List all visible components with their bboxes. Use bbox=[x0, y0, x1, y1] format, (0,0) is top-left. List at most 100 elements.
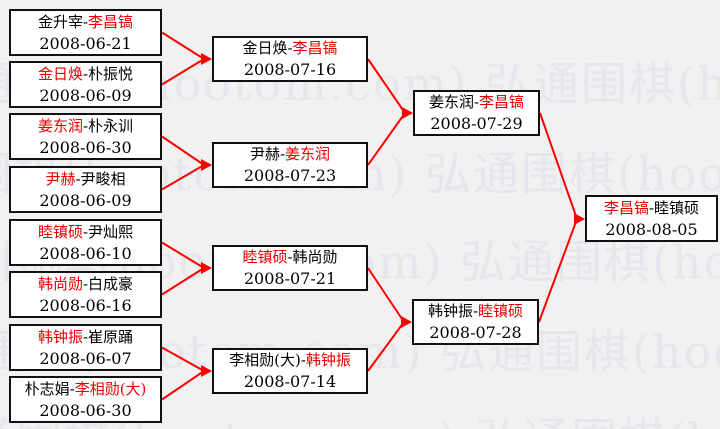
player-name: 金日焕 bbox=[242, 39, 288, 57]
match-box-round1-5: 睦镇硕-尹灿熙 2008-06-10 bbox=[9, 219, 162, 266]
separator: - bbox=[82, 64, 89, 83]
separator: - bbox=[279, 145, 286, 163]
match-date: 2008-06-09 bbox=[39, 190, 132, 210]
player-name: 尹灿熙 bbox=[88, 222, 134, 241]
watermark-text: 弘通围棋(hootom.com) 弘通围棋(hootom.com) 弘通围棋(h… bbox=[0, 404, 720, 429]
match-players: 金日焕-李昌镐 bbox=[242, 38, 337, 59]
match-box-round1-3: 姜东润-朴永训 2008-06-30 bbox=[9, 113, 162, 160]
match-box-round2-3: 睦镇硕-韩尚勋 2008-07-21 bbox=[212, 245, 368, 291]
match-box-round1-1: 金升宰-李昌镐 2008-06-21 bbox=[9, 9, 162, 56]
match-date: 2008-06-10 bbox=[39, 243, 132, 263]
separator: - bbox=[472, 302, 479, 320]
player-name: 韩钟振 bbox=[305, 351, 351, 369]
arrowhead-icon bbox=[402, 107, 413, 119]
match-date: 2008-06-21 bbox=[39, 33, 132, 53]
player-name: 尹赫 bbox=[249, 145, 280, 163]
separator: - bbox=[648, 198, 655, 217]
separator: - bbox=[287, 39, 293, 57]
match-date: 2008-07-29 bbox=[430, 114, 523, 133]
player-name: 朴志娟 bbox=[24, 379, 70, 398]
match-date: 2008-06-09 bbox=[39, 85, 132, 105]
arrowhead-icon bbox=[201, 159, 212, 171]
connector-line bbox=[367, 112, 406, 166]
arrowhead-icon bbox=[201, 262, 212, 274]
match-players: 尹赫-姜东润 bbox=[250, 144, 330, 165]
match-players: 尹赫-尹畯相 bbox=[45, 169, 125, 190]
match-date: 2008-07-16 bbox=[243, 60, 337, 79]
match-box-round2-2: 尹赫-姜东润 2008-07-23 bbox=[212, 142, 368, 188]
match-players: 姜东润-朴永训 bbox=[38, 116, 133, 137]
arrowhead-icon bbox=[574, 213, 585, 225]
match-players: 睦镇硕-韩尚勋 bbox=[242, 247, 337, 268]
separator: - bbox=[287, 248, 293, 266]
match-date: 2008-07-28 bbox=[429, 323, 522, 342]
player-name: 李昌镐 bbox=[88, 12, 134, 31]
player-name: 尹畯相 bbox=[80, 169, 126, 188]
match-box-round1-6: 韩尚勋-白成豪 2008-06-16 bbox=[9, 271, 162, 318]
match-players: 韩钟振-崔原踊 bbox=[38, 327, 133, 348]
player-name: 睦镇硕 bbox=[37, 222, 83, 241]
player-name: 朴振悦 bbox=[88, 64, 134, 83]
match-box-round1-2: 金日焕-朴振悦 2008-06-09 bbox=[9, 61, 162, 108]
connector-line bbox=[161, 267, 205, 296]
player-name: 尹赫 bbox=[45, 169, 76, 188]
match-date: 2008-08-05 bbox=[605, 219, 698, 239]
player-name: 李昌镐 bbox=[603, 198, 649, 217]
connector-line bbox=[161, 241, 205, 269]
player-name: 金升宰 bbox=[37, 12, 83, 31]
separator: - bbox=[82, 327, 89, 346]
arrowhead-icon bbox=[401, 316, 412, 328]
player-name: 金日焕 bbox=[37, 64, 83, 83]
match-box-round2-4: 李相勋(大)-韩钟振 2008-07-14 bbox=[212, 348, 368, 394]
match-players: 韩尚勋-白成豪 bbox=[38, 274, 133, 295]
match-players: 韩钟振-睦镇硕 bbox=[428, 301, 523, 322]
connector-line bbox=[161, 31, 205, 60]
match-box-round1-4: 尹赫-尹畯相 2008-06-09 bbox=[9, 166, 162, 213]
connector-line bbox=[161, 370, 205, 401]
match-players: 姜东润-李昌镐 bbox=[429, 92, 524, 113]
arrowhead-icon bbox=[201, 365, 212, 377]
match-date: 2008-07-21 bbox=[243, 269, 337, 288]
separator: - bbox=[75, 169, 81, 188]
player-name: 姜东润 bbox=[37, 116, 83, 135]
player-name: 李相勋(大) bbox=[74, 379, 147, 398]
separator: - bbox=[473, 93, 480, 111]
player-name: 睦镇硕 bbox=[654, 198, 700, 217]
player-name: 朴永训 bbox=[88, 116, 134, 135]
connector-line bbox=[161, 135, 205, 166]
match-box-semifinal-2: 韩钟振-睦镇硕 2008-07-28 bbox=[412, 299, 539, 345]
match-box-round2-1: 金日焕-李昌镐 2008-07-16 bbox=[212, 36, 368, 82]
player-name: 韩钟振 bbox=[37, 327, 83, 346]
connector-line bbox=[539, 112, 578, 220]
match-date: 2008-06-30 bbox=[39, 137, 132, 157]
match-players: 李相勋(大)-韩钟振 bbox=[229, 350, 351, 371]
match-date: 2008-07-14 bbox=[243, 372, 337, 391]
player-name: 李相勋(大) bbox=[229, 351, 301, 369]
player-name: 睦镇硕 bbox=[242, 248, 288, 266]
match-date: 2008-07-23 bbox=[243, 166, 337, 185]
match-players: 朴志娟-李相勋(大) bbox=[25, 379, 147, 400]
separator: - bbox=[82, 274, 89, 293]
match-box-round1-8: 朴志娟-李相勋(大) 2008-06-30 bbox=[9, 376, 162, 423]
connector-line bbox=[367, 321, 405, 372]
connector-line bbox=[161, 58, 205, 86]
player-name: 李昌镐 bbox=[479, 93, 525, 111]
player-name: 姜东润 bbox=[428, 93, 474, 111]
match-box-round1-7: 韩钟振-崔原踊 2008-06-07 bbox=[9, 324, 162, 371]
match-box-semifinal-1: 姜东润-李昌镐 2008-07-29 bbox=[413, 90, 540, 136]
player-name: 李昌镐 bbox=[292, 39, 338, 57]
separator: - bbox=[82, 222, 89, 241]
player-name: 姜东润 bbox=[285, 145, 331, 163]
match-date: 2008-06-07 bbox=[39, 348, 132, 368]
arrowhead-icon bbox=[201, 53, 212, 65]
match-date: 2008-06-16 bbox=[39, 295, 132, 315]
separator: - bbox=[69, 379, 75, 398]
separator: - bbox=[300, 351, 306, 369]
connector-line bbox=[161, 164, 205, 191]
connector-line bbox=[367, 58, 406, 114]
separator: - bbox=[82, 116, 89, 135]
match-box-final: 李昌镐-睦镇硕 2008-08-05 bbox=[585, 195, 718, 242]
player-name: 韩尚勋 bbox=[292, 248, 338, 266]
